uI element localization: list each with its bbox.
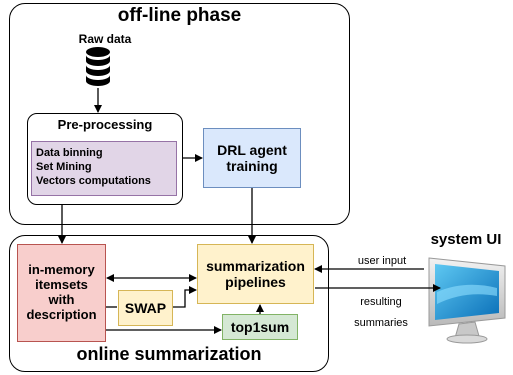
preprocessing-step: Data binning xyxy=(36,147,103,159)
user-input-label: user input xyxy=(357,255,407,267)
monitor-icon xyxy=(425,252,509,344)
offline-phase-title: off-line phase xyxy=(117,5,242,26)
system-ui-title: system UI xyxy=(430,231,502,248)
online-summarization-title: online summarization xyxy=(76,344,262,364)
preprocessing-step: Set Mining xyxy=(36,160,92,173)
in-memory-itemsets-box: in-memory itemsets with description xyxy=(17,244,106,342)
arrow-swap-to-pipelines xyxy=(173,286,197,308)
summarization-pipelines-box: summarization pipelines xyxy=(197,244,314,304)
resulting-summaries-label: resulting summaries xyxy=(342,292,420,334)
preprocessing-steps: Data binning Set Mining Vectors computat… xyxy=(31,141,177,196)
swap-box: SWAP xyxy=(118,290,173,326)
drl-agent-box: DRL agent training xyxy=(203,128,301,188)
database-icon xyxy=(85,46,111,88)
resulting-summaries-text: resulting summaries xyxy=(354,296,408,329)
raw-data-label: Raw data xyxy=(78,32,132,46)
preprocessing-step: Vectors computations xyxy=(36,174,151,187)
preprocessing-title: Pre-processing xyxy=(57,117,153,132)
top1sum-box: top1sum xyxy=(222,314,298,340)
